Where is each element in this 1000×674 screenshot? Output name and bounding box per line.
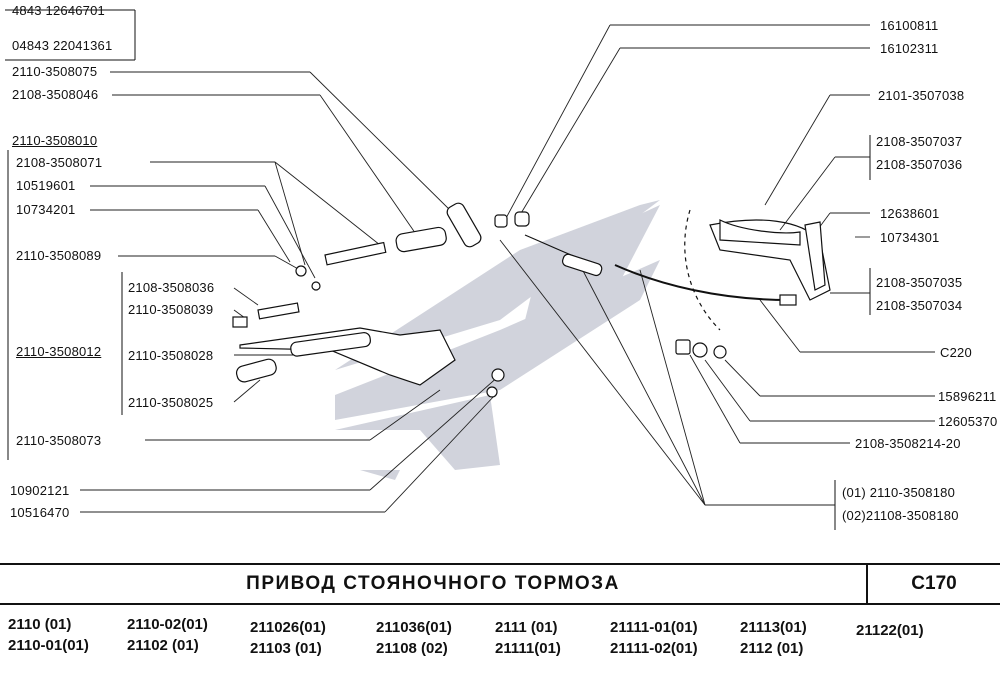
model-item: 21111-02(01) [610,640,698,657]
model-item: 21122(01) [856,622,924,639]
label-part-2108-3508071: 2108-3508071 [16,155,103,170]
model-item: 21113(01) [740,619,807,636]
threaded-rod [324,241,387,266]
label-part-10734201: 10734201 [16,202,76,217]
applicable-models: 2110 (01) 2110-01(01) 2110-02(01) 21102 … [0,610,1000,674]
nut-2 [514,211,530,227]
handle-cover [235,358,277,383]
label-part-2110-3508073: 2110-3508073 [16,433,102,448]
label-part-10902121: 10902121 [10,483,70,498]
label-part-2110-3508028: 2110-3508028 [128,348,214,363]
model-item: 21103 (01) [250,640,322,657]
label-part-2110-3508089: 2110-3508089 [16,248,102,263]
leader-lines [80,24,935,513]
brake-shoe [709,219,831,301]
washer-2 [713,345,727,359]
drum-outline [684,209,721,331]
label-part-2110-3508010: 2110-3508010 [12,133,98,148]
model-item: 2110-02(01) [127,616,208,633]
pin [311,281,321,291]
label-part-2108-3508036: 2108-3508036 [128,280,215,295]
equalizer [446,202,482,248]
label-part-10734301: 10734301 [880,230,940,245]
label-part-02-21108-3508180: (02)21108-3508180 [842,508,959,523]
sleeve [232,316,248,328]
title-divider [866,565,868,603]
model-item: 2111 (01) [495,619,558,636]
label-part-15896211: 15896211 [938,389,997,404]
model-item: 21102 (01) [127,637,199,654]
page-code: C170 [911,573,957,594]
exploded-view-drawing [5,9,935,530]
model-item: 211026(01) [250,619,326,636]
label-part-c220: C220 [940,345,972,360]
model-item: 2110-01(01) [8,637,89,654]
spring [257,302,300,320]
washer [295,265,307,277]
label-part-04843: 04843 22041361 [12,38,113,53]
bolt-head [491,368,505,382]
washer-3 [486,386,498,398]
label-part-2110-3508012: 2110-3508012 [16,344,102,359]
label-part-2101-3507038: 2101-3507038 [878,88,965,103]
label-part-4843: 4843 12646701 [12,3,105,18]
label-part-2108-3507037: 2108-3507037 [876,134,963,149]
model-item: 211036(01) [376,619,452,636]
label-part-2110-3508075: 2110-3508075 [12,64,98,79]
cable-sheath-left [561,253,603,277]
model-item: 2110 (01) [8,616,72,633]
label-part-12638601: 12638601 [880,206,940,221]
label-part-01-2110-3508180: (01) 2110-3508180 [842,485,956,500]
label-part-10516470: 10516470 [10,505,70,520]
model-item: 21111(01) [495,640,561,657]
clip [675,339,691,355]
parts-diagram: 4843 12646701 04843 22041361 2110-350807… [5,3,998,530]
shoe-lining [719,219,801,246]
label-part-16100811: 16100811 [880,18,939,33]
parts [232,202,831,398]
nut-1 [494,214,508,228]
model-item: 21111-01(01) [610,619,698,636]
adjuster-nut [395,226,447,253]
label-part-12605370: 12605370 [938,414,998,429]
label-part-2108-3508214-20: 2108-3508214-20 [855,436,961,451]
title-bar: ПРИВОД СТОЯНОЧНОГО ТОРМОЗА C170 [0,563,1000,605]
label-part-2110-3508039: 2110-3508039 [128,302,214,317]
label-part-16102311: 16102311 [880,41,939,56]
label-part-10519601: 10519601 [16,178,76,193]
lever-handle [290,332,371,357]
label-part-2108-3507036: 2108-3507036 [876,157,963,172]
lever-plate [804,221,826,291]
model-item: 2112 (01) [740,640,804,657]
page-title: ПРИВОД СТОЯНОЧНОГО ТОРМОЗА [246,573,620,594]
label-part-2108-3508046: 2108-3508046 [12,87,99,102]
label-part-2108-3507035: 2108-3507035 [876,275,963,290]
model-item: 21108 (02) [376,640,448,657]
label-part-2110-3508025: 2110-3508025 [128,395,214,410]
bracket-lines [5,9,871,530]
bracket-part [692,342,708,358]
cable-end [779,294,797,306]
label-part-2108-3507034: 2108-3507034 [876,298,963,313]
